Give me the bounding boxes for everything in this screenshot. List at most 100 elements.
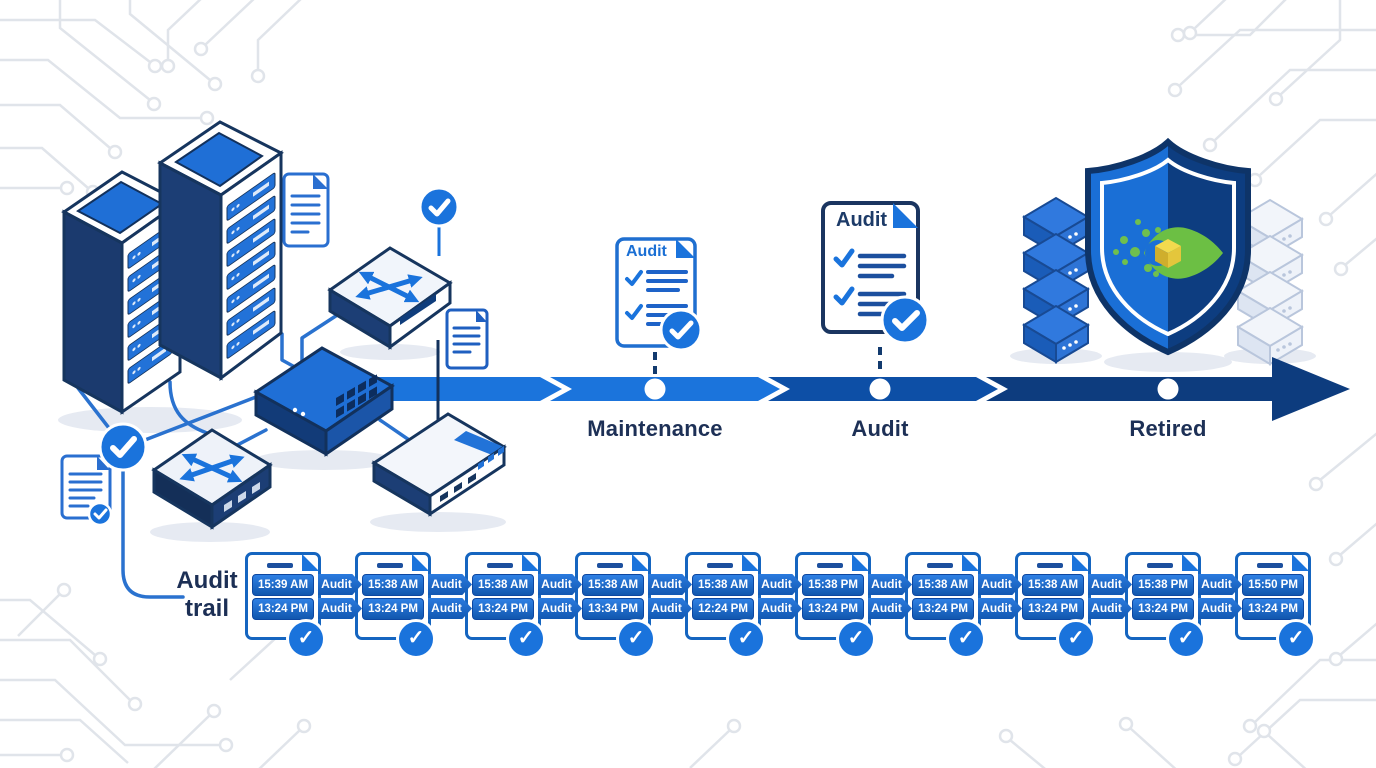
audit-ribbon: Audit xyxy=(868,598,912,619)
audit-trail-label: Audit trail xyxy=(176,567,238,623)
audit-ribbon: Audit xyxy=(758,598,802,619)
document-header-line xyxy=(1147,563,1173,568)
timestamp-badge: 12:24 PM xyxy=(692,598,754,620)
audit-ribbon: Audit xyxy=(318,598,362,619)
folded-corner-icon xyxy=(302,554,319,571)
circuit-pattern-top-right xyxy=(1167,0,1376,567)
folded-corner-icon xyxy=(522,554,539,571)
arrowhead-icon xyxy=(1272,357,1350,421)
timestamp-badge: 15:39 AM xyxy=(252,574,314,596)
check-badge-icon: ✓ xyxy=(1056,619,1096,659)
shadows xyxy=(58,344,1316,542)
eye-icon xyxy=(1113,219,1223,279)
document-header-line xyxy=(1037,563,1063,568)
hub-icon xyxy=(151,428,273,530)
maintenance-doc-title: Audit xyxy=(626,243,667,260)
document-header-line xyxy=(927,563,953,568)
folded-corner-icon xyxy=(742,554,759,571)
folded-corner-icon xyxy=(852,554,869,571)
crossed-arrows-icon xyxy=(179,453,245,483)
timestamp-badge: 13:24 PM xyxy=(252,598,314,620)
document-header-line xyxy=(707,563,733,568)
document-header-line xyxy=(487,563,513,568)
folded-corner-icon xyxy=(1072,554,1089,571)
document-icon xyxy=(445,308,489,370)
check-badge-icon xyxy=(98,422,148,472)
timestamp-badge: 15:38 AM xyxy=(692,574,754,596)
timestamp-badge: 15:38 AM xyxy=(472,574,534,596)
document-check-icon xyxy=(60,454,113,527)
folded-corner-icon xyxy=(1292,554,1309,571)
timestamp-badge: 13:24 PM xyxy=(472,598,534,620)
check-badge-icon: ✓ xyxy=(616,619,656,659)
maintenance-document xyxy=(615,237,703,352)
folded-corner-icon xyxy=(412,554,429,571)
security-shield-icon xyxy=(1085,137,1251,356)
timestamp-badge: 13:34 PM xyxy=(582,598,644,620)
audit-ribbon: Audit xyxy=(978,598,1022,619)
crossed-arrows-icon xyxy=(355,271,423,303)
timestamp-badge: 13:24 PM xyxy=(362,598,424,620)
check-badge-icon: ✓ xyxy=(726,619,766,659)
modem-icon xyxy=(371,412,507,517)
check-badge-icon xyxy=(418,186,460,256)
server-rack-icon-right xyxy=(157,120,284,381)
timestamp-badge: 15:50 PM xyxy=(1242,574,1304,596)
document-header-line xyxy=(1257,563,1283,568)
timeline-arrow xyxy=(340,347,1350,421)
timestamp-badge: 13:24 PM xyxy=(1132,598,1194,620)
audit-ribbon: Audit xyxy=(428,574,472,595)
check-badge-icon: ✓ xyxy=(1166,619,1206,659)
timeline-stage-label-retired: Retired xyxy=(1129,416,1207,441)
timeline-stage-label-maintenance: Maintenance xyxy=(587,416,723,441)
switch-icon xyxy=(253,346,395,457)
timestamp-badge: 15:38 AM xyxy=(362,574,424,596)
timestamp-badge: 15:38 AM xyxy=(912,574,974,596)
timestamp-badge: 15:38 PM xyxy=(1132,574,1194,596)
server-stack-left xyxy=(1023,197,1089,363)
check-badge-icon: ✓ xyxy=(946,619,986,659)
check-badge-icon: ✓ xyxy=(506,619,546,659)
audit-ribbon: Audit xyxy=(1198,598,1242,619)
folded-corner-icon xyxy=(632,554,649,571)
timestamp-badge: 13:24 PM xyxy=(912,598,974,620)
audit-ribbon: Audit xyxy=(868,574,912,595)
audit-ribbon: Audit xyxy=(538,574,582,595)
audit-ribbon: Audit xyxy=(1088,598,1132,619)
timeline-stage-label-audit: Audit xyxy=(851,416,909,441)
document-header-line xyxy=(597,563,623,568)
document-icon xyxy=(282,172,330,248)
timeline-node xyxy=(644,378,666,400)
audit-ribbon: Audit xyxy=(648,574,692,595)
audit-ribbon: Audit xyxy=(538,598,582,619)
timeline-node xyxy=(1157,378,1179,400)
timestamp-badge: 15:38 AM xyxy=(1022,574,1084,596)
timestamp-badge: 15:38 AM xyxy=(582,574,644,596)
circuit-pattern-top-left xyxy=(0,0,302,200)
timestamp-badge: 15:38 PM xyxy=(802,574,864,596)
check-badge-icon: ✓ xyxy=(396,619,436,659)
check-badge-icon: ✓ xyxy=(286,619,326,659)
timestamp-badge: 13:24 PM xyxy=(802,598,864,620)
audit-doc-title: Audit xyxy=(836,209,888,231)
audit-ribbon: Audit xyxy=(1088,574,1132,595)
folded-corner-icon xyxy=(1182,554,1199,571)
audit-ribbon: Audit xyxy=(428,598,472,619)
audit-ribbon: Audit xyxy=(318,574,362,595)
audit-ribbon: Audit xyxy=(648,598,692,619)
circuit-pattern-bottom-right xyxy=(689,622,1376,768)
timeline-node xyxy=(869,378,891,400)
audit-ribbon: Audit xyxy=(1198,574,1242,595)
